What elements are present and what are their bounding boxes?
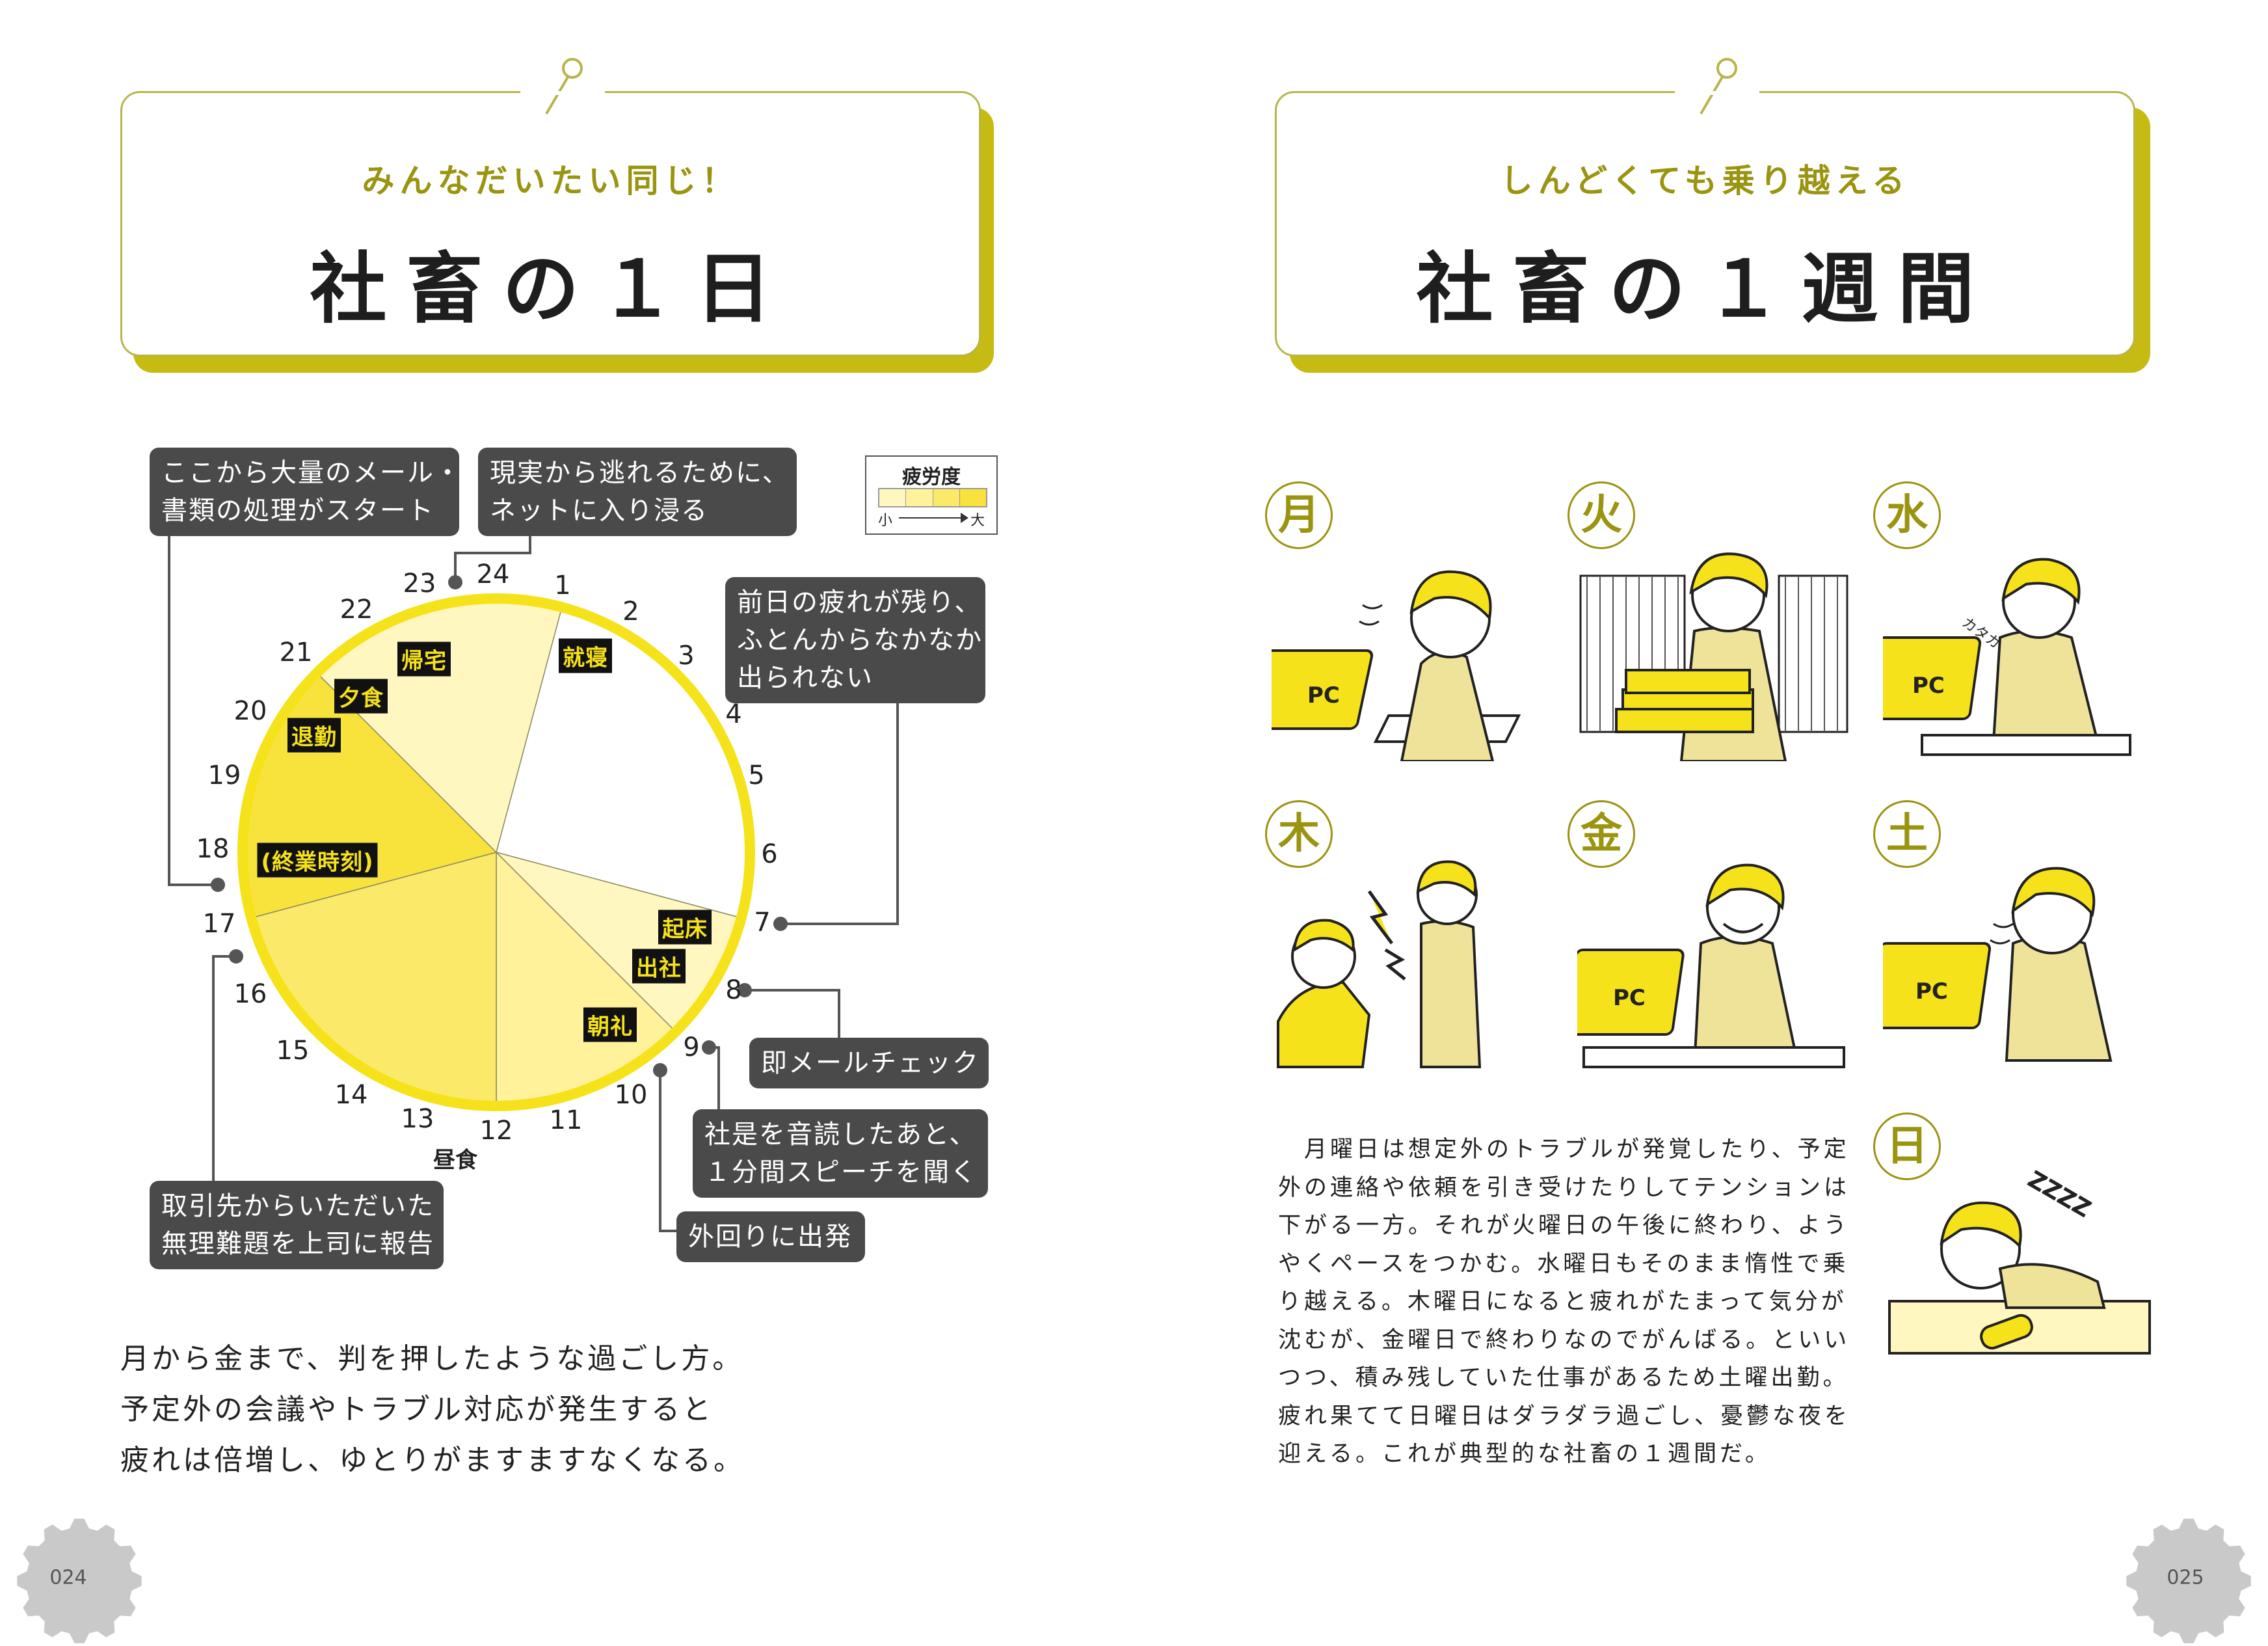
hour-label-7: 7	[754, 908, 771, 938]
event-tag-dinner: 夕食	[334, 679, 388, 714]
callout-speech: 社是を音読したあと、 １分間スピーチを聞く	[693, 1109, 988, 1198]
title-card: みんなだいたい同じ！ 社畜の１日	[120, 91, 981, 357]
legend-small-label: 小	[878, 513, 893, 529]
legend-arrow	[899, 517, 964, 519]
callout-tired-morning: 前日の疲れが残り、 ふとんからなかなか 出られない	[725, 577, 985, 703]
card-top-gap-right	[1675, 91, 1759, 95]
hour-label-24: 24	[476, 560, 510, 589]
pc-label: PC	[1307, 682, 1340, 708]
event-tag-home: 帰宅	[397, 641, 451, 677]
event-tag-commute: 出社	[632, 949, 686, 984]
legend-title: 疲労度	[902, 466, 961, 489]
day-badge-tue: 火	[1568, 481, 1635, 549]
hour-label-23: 23	[403, 569, 436, 599]
legend-arrow-head	[961, 513, 968, 523]
illustration-thursday	[1277, 860, 1482, 1068]
hour-label-2: 2	[622, 597, 639, 627]
day-badge-sun: 日	[1873, 1113, 1941, 1180]
hour-label-8: 8	[725, 975, 742, 1005]
day-badge-mon: 月	[1265, 481, 1333, 549]
hour-label-4: 4	[725, 699, 742, 729]
legend-swatch-1	[906, 489, 933, 506]
title-card-right: しんどくても乗り越える 社畜の１週間	[1275, 91, 2135, 357]
day-badge-thu: 木	[1265, 800, 1333, 868]
hour-label-22: 22	[340, 595, 373, 625]
pc-label: PC	[1613, 985, 1646, 1011]
page-title-right: 社畜の１週間	[1416, 244, 1994, 334]
legend-swatches	[878, 488, 987, 507]
event-tag-wake: 起床	[658, 910, 712, 945]
card-top-gap	[520, 91, 605, 95]
callout-outside: 外回りに出発	[676, 1211, 865, 1262]
hour-label-16: 16	[233, 979, 267, 1009]
hour-label-13: 13	[401, 1104, 434, 1134]
hour-label-15: 15	[276, 1036, 310, 1066]
hour-label-11: 11	[549, 1105, 583, 1135]
clock-ring	[237, 593, 755, 1111]
pc-label: PC	[1912, 673, 1945, 699]
day-badge-wed: 水	[1873, 481, 1941, 549]
hour-label-9: 9	[683, 1032, 700, 1062]
illustration-tuesday	[1579, 552, 1848, 761]
hour-label-21: 21	[279, 638, 313, 668]
day-badge-fri: 金	[1568, 800, 1635, 868]
callout-mail-check: 即メールチェック	[749, 1038, 989, 1088]
fatigue-legend: 疲労度 小 大	[865, 455, 998, 535]
hour-label-19: 19	[207, 761, 241, 790]
hour-label-20: 20	[233, 696, 267, 726]
legend-swatch-3	[959, 489, 986, 506]
connector-lines	[168, 494, 899, 1232]
hour-label-17: 17	[202, 909, 236, 939]
page-subtitle: みんなだいたい同じ！	[362, 162, 740, 200]
legend-swatch-0	[879, 489, 907, 506]
event-label-lunch: 昼食	[433, 1147, 477, 1174]
callout-report: 取引先からいただいた 無理難題を上司に報告	[150, 1181, 444, 1269]
connector-dots	[211, 575, 788, 1077]
hour-label-6: 6	[761, 839, 778, 869]
event-tag-morning-meeting: 朝礼	[583, 1007, 637, 1042]
hour-label-5: 5	[748, 761, 765, 790]
legend-large-label: 大	[970, 513, 985, 529]
illustration-friday: PC	[1577, 863, 1845, 1068]
left-body-text: 月から金まで、判を押したような過ごし方。 予定外の会議やトラブル対応が発生すると…	[120, 1342, 745, 1477]
hour-label-12: 12	[479, 1116, 513, 1146]
page-subtitle-right: しんどくても乗り越える	[1500, 162, 1910, 200]
page-number-left: 024	[49, 1566, 87, 1589]
event-tag-leave: 退勤	[287, 718, 341, 753]
pin-icon-right	[1700, 58, 1737, 115]
hour-label-1: 1	[554, 571, 571, 600]
event-tag-end-time: (終業時刻)	[257, 843, 378, 878]
hour-label-3: 3	[678, 641, 695, 671]
right-body-text: 月曜日は想定外のトラブルが発覚したり、予定 外の連絡や依頼を引き受けたりしてテン…	[1278, 1137, 1851, 1467]
illustration-saturday: PC	[1883, 867, 2113, 1062]
hour-label-14: 14	[334, 1080, 368, 1110]
illustration-sunday: ZZZZ	[1888, 1166, 2151, 1355]
day-badge-sat: 土	[1873, 800, 1941, 868]
pc-label: PC	[1915, 978, 1948, 1005]
hour-label-10: 10	[614, 1080, 648, 1110]
illustration-wednesday: PC カタカタ…	[1883, 558, 2131, 756]
illustration-monday: PC	[1272, 570, 1521, 761]
callout-escape: 現実から逃れるために、 ネットに入り浸る	[478, 448, 797, 536]
zzz-label: ZZZZ	[2023, 1166, 2096, 1223]
page-number-right: 025	[2167, 1566, 2204, 1589]
event-tag-sleep: 就寝	[559, 638, 612, 673]
callout-emails: ここから大量のメール・ 書類の処理がスタート	[150, 448, 460, 536]
legend-swatch-2	[933, 489, 960, 506]
hour-label-18: 18	[196, 834, 230, 864]
page-title: 社畜の１日	[310, 244, 792, 334]
